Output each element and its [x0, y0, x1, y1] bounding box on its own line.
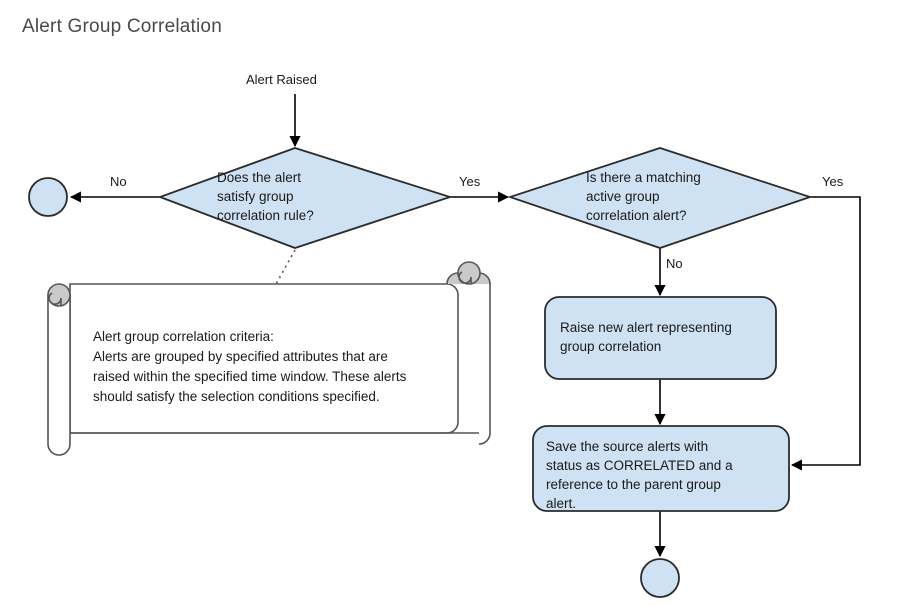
- edge-decision2-yes: [790, 196, 861, 471]
- edge-label-decision2-no: No: [666, 256, 683, 271]
- edge-label-decision2-yes: Yes: [822, 174, 844, 189]
- node-end-terminator-left[interactable]: [28, 177, 68, 217]
- node-decision-1[interactable]: [157, 147, 453, 249]
- edge-label-alert-raised: Alert Raised: [246, 72, 317, 87]
- note-shape: [47, 261, 491, 456]
- page-title: Alert Group Correlation: [22, 16, 222, 37]
- node-end-terminator-bottom[interactable]: [640, 558, 680, 598]
- edge-label-decision1-no: No: [110, 174, 127, 189]
- node-decision-2[interactable]: [507, 147, 813, 249]
- edge-decision1-to-note: [275, 249, 296, 285]
- node-process-2[interactable]: [532, 425, 790, 512]
- node-process-1[interactable]: [544, 296, 777, 380]
- edge-label-decision1-yes: Yes: [459, 174, 481, 189]
